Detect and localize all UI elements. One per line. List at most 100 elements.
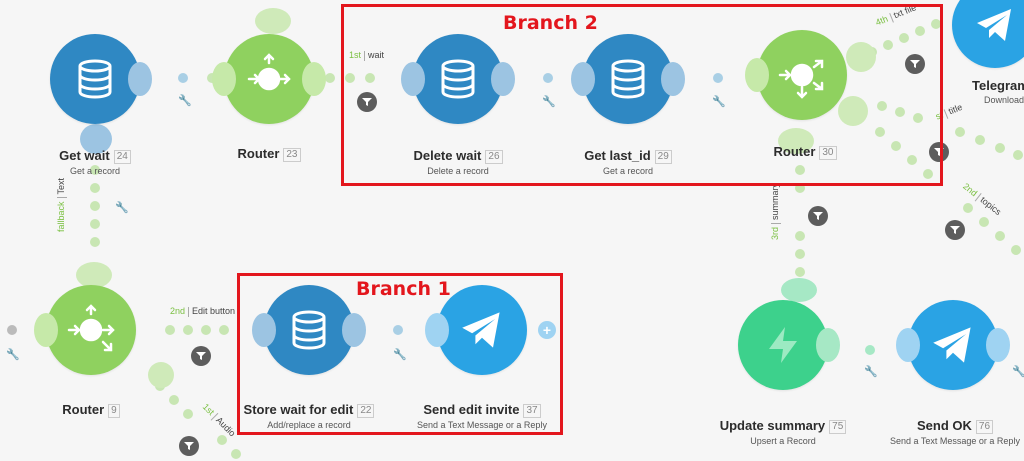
filter-icon[interactable] [357, 92, 377, 112]
module-router-30[interactable] [745, 30, 847, 120]
router-handle-right [838, 96, 868, 126]
module-action: Download a [984, 95, 1024, 105]
database-icon [292, 310, 326, 350]
telegram-icon [462, 312, 500, 348]
filter-icon[interactable] [945, 220, 965, 240]
router-handle-top [255, 8, 291, 34]
module-id: 23 [283, 147, 301, 162]
module-router-9[interactable] [34, 285, 136, 375]
module-name: Router [773, 144, 816, 159]
telegram-icon [933, 327, 971, 363]
module-action: Delete a record [427, 165, 489, 176]
filter-icon[interactable] [905, 54, 925, 74]
module-id: 37 [523, 403, 541, 418]
module-store-wait[interactable] [252, 285, 366, 375]
route-name: wait [368, 50, 385, 60]
db-handle-bottom [80, 124, 112, 154]
module-name: Send edit invite [423, 402, 520, 417]
router-icon [778, 59, 824, 99]
module-action: Send a Text Message or a Reply [890, 435, 1020, 446]
module-name: Delete wait [413, 148, 482, 163]
module-name: Get wait [59, 148, 110, 163]
module-name: Store wait for edit [243, 402, 354, 417]
module-update-summary[interactable] [738, 300, 840, 390]
router-icon [67, 304, 115, 352]
route-order: 1st [349, 50, 362, 60]
route-order: 2nd [170, 306, 186, 316]
module-name: Update summary [719, 418, 826, 433]
add-module-button[interactable]: + [538, 321, 556, 339]
module-action: Get a record [69, 165, 121, 176]
route-label[interactable]: 2nd Edit button [170, 306, 235, 317]
route-name: summary [770, 182, 780, 220]
router-handle-right [846, 42, 876, 72]
module-id: 24 [113, 149, 131, 164]
module-id: 30 [819, 145, 837, 160]
route-order: 3rd [770, 226, 780, 240]
module-id: 26 [485, 149, 503, 164]
module-delete-wait[interactable] [401, 34, 515, 124]
database-icon [441, 59, 475, 99]
module-id: 29 [654, 149, 672, 164]
route-name: Text [56, 177, 66, 195]
router-handle-bottom [778, 128, 814, 154]
module-name: Telegram [972, 78, 1024, 93]
branch-1-box [237, 273, 563, 435]
branch-1-title: Branch 1 [356, 278, 451, 300]
module-action: Upsert a Record [750, 435, 816, 446]
route-label[interactable]: 3rd summary [770, 183, 781, 240]
module-router-23[interactable] [212, 34, 326, 124]
router-icon [247, 53, 291, 91]
telegram-icon [977, 9, 1011, 41]
wrench-icon[interactable]: 🔧 [393, 349, 407, 361]
database-icon [78, 59, 112, 99]
module-action: Get a record [602, 165, 654, 176]
module-label: Telegram Download a [972, 78, 1024, 105]
wrench-icon[interactable]: 🔧 [542, 96, 556, 108]
supabase-handle-top [781, 278, 817, 302]
filter-icon[interactable] [808, 206, 828, 226]
filter-icon[interactable] [179, 436, 199, 456]
wrench-icon[interactable]: 🔧 [115, 202, 129, 214]
route-label[interactable]: fallback Text [56, 178, 67, 232]
route-name: Edit button [192, 306, 236, 316]
module-id: 76 [975, 419, 994, 434]
module-name: Get last_id [584, 148, 651, 163]
branch-2-box [341, 4, 943, 186]
wrench-icon[interactable]: 🔧 [712, 96, 726, 108]
module-get-last-id[interactable] [571, 34, 685, 124]
supabase-icon [769, 327, 797, 363]
router-handle-top [76, 262, 112, 288]
module-id: 75 [829, 419, 847, 434]
router-handle-right [148, 362, 174, 388]
route-label[interactable]: 1st wait [349, 50, 384, 61]
route-order: fallback [56, 201, 66, 232]
module-name: Send OK [916, 418, 972, 433]
module-send-edit-invite[interactable] [425, 285, 527, 375]
module-action: Add/replace a record [267, 419, 351, 430]
wrench-icon[interactable]: 🔧 [864, 366, 878, 378]
module-get-wait[interactable] [50, 34, 152, 124]
branch-2-title: Branch 2 [503, 12, 598, 34]
wrench-icon[interactable]: 🔧 [178, 95, 192, 107]
database-icon [611, 59, 645, 99]
module-send-ok[interactable] [896, 300, 1010, 390]
module-name: Router [62, 402, 105, 417]
module-action: Send a Text Message or a Reply [417, 419, 547, 430]
wrench-icon[interactable]: 🔧 [1012, 366, 1024, 378]
module-id: 9 [108, 403, 120, 418]
wrench-icon[interactable]: 🔧 [6, 349, 20, 361]
filter-icon[interactable] [191, 346, 211, 366]
module-name: Router [237, 146, 280, 161]
module-id: 22 [357, 403, 375, 418]
